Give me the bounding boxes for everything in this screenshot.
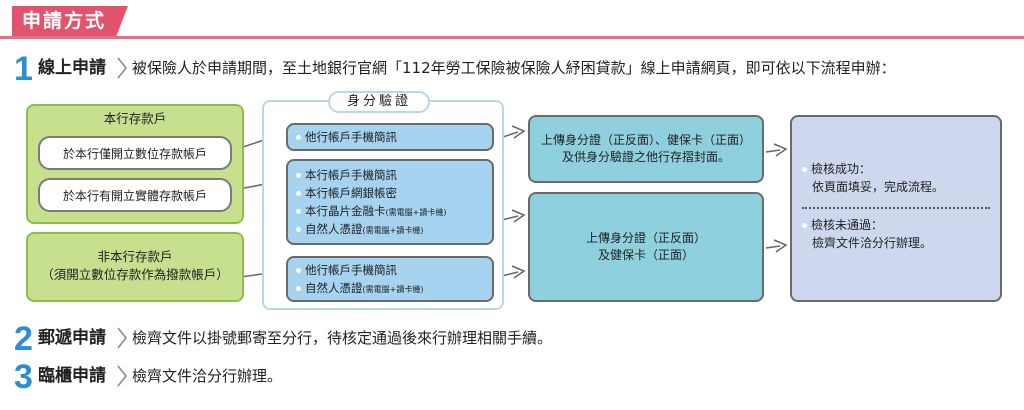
option-digital-account-only: 於本行僅開立數位存款帳戶 xyxy=(38,136,232,170)
arrow-head xyxy=(773,143,788,157)
bullet-icon xyxy=(296,267,301,273)
step-1-number: 1 xyxy=(14,50,33,88)
identity-verification-label: 身分驗證 xyxy=(328,91,430,113)
identity-option: 自然人憑證(需電腦+讀卡機) xyxy=(296,280,423,298)
upload-documents-with-passbook: 上傳身分證（正反面）、健保卡（正面） 及供身分驗證之他行存摺封面。 xyxy=(528,115,764,183)
step-3-title: 臨櫃申請 xyxy=(38,366,106,386)
existing-customer-title: 本行存款戶 xyxy=(103,111,167,126)
step-3-description: 檢齊文件洽分行辦理。 xyxy=(132,367,283,385)
step-2-description: 檢齊文件以掛號郵寄至分行，待核定通過後來行辦理相關手續。 xyxy=(132,329,553,347)
result-success-label: 檢核成功： xyxy=(802,161,871,178)
step-2-title: 郵遞申請 xyxy=(38,328,106,348)
arrow-head xyxy=(511,125,526,139)
bullet-icon xyxy=(802,166,807,172)
existing-customer-box: 本行存款戶 於本行僅開立數位存款帳戶 於本行有開立實體存款帳戶 xyxy=(26,104,244,224)
upload-line: 上傳身分證（正反面） xyxy=(585,231,706,245)
step-2-number: 2 xyxy=(14,320,33,358)
chevron-right-icon xyxy=(117,57,128,79)
bullet-icon xyxy=(296,285,301,291)
step-1-title: 線上申請 xyxy=(38,58,106,78)
result-success-text: 依頁面填妥，完成流程。 xyxy=(812,180,945,194)
arrow-head xyxy=(511,265,526,279)
option-physical-account: 於本行有開立實體存款帳戶 xyxy=(38,178,232,212)
bullet-icon xyxy=(802,222,807,228)
identity-option: 本行帳戶網銀帳密 xyxy=(296,185,397,203)
identity-group-new-customer: 他行帳戶手機簡訊 自然人憑證(需電腦+讀卡機) xyxy=(286,256,494,302)
result-fail-text: 檢齊文件洽分行辦理。 xyxy=(812,236,933,250)
bullet-icon xyxy=(296,190,301,196)
header-divider xyxy=(0,36,1024,39)
result-fail-label: 檢核未通過： xyxy=(802,217,883,234)
arrow-head xyxy=(773,239,788,253)
upload-line: 及供身分驗證之他行存摺封面。 xyxy=(561,150,730,164)
chevron-right-icon xyxy=(117,327,128,349)
arrow-connector xyxy=(765,245,781,249)
step-1-description: 被保險人於申請期間，至土地銀行官網「112年勞工保險被保險人紓困貸款」線上申請網… xyxy=(132,59,896,77)
bullet-icon xyxy=(296,208,301,214)
identity-group-other-bank: 他行帳戶手機簡訊 xyxy=(286,123,494,151)
arrow-head xyxy=(511,209,526,223)
upload-documents: 上傳身分證（正反面） 及健保卡（正面） xyxy=(528,192,764,302)
new-customer-box: 非本行存款戶 （須開立數位存款作為撥款帳戶） xyxy=(26,232,244,302)
bullet-icon xyxy=(296,134,301,140)
arrow-connector xyxy=(765,149,781,153)
verification-result-box: 檢核成功： 依頁面填妥，完成流程。 檢核未通過： 檢齊文件洽分行辦理。 xyxy=(790,115,1002,302)
option-label: 於本行僅開立數位存款帳戶 xyxy=(62,146,207,161)
identity-option: 自然人憑證(需電腦+讀卡機) xyxy=(296,221,423,239)
identity-option: 他行帳戶手機簡訊 xyxy=(296,262,397,280)
identity-option: 本行晶片金融卡(需電腦+讀卡機) xyxy=(296,203,446,221)
upload-line: 上傳身分證（正反面）、健保卡（正面） xyxy=(540,133,751,147)
result-divider xyxy=(802,207,990,209)
option-label: 於本行有開立實體存款帳戶 xyxy=(62,188,207,203)
step-3-number: 3 xyxy=(14,358,33,396)
chevron-right-icon xyxy=(117,365,128,387)
identity-option: 他行帳戶手機簡訊 xyxy=(296,129,397,145)
new-customer-subtitle: （須開立數位存款作為撥款帳戶） xyxy=(41,267,229,282)
bullet-icon xyxy=(296,172,301,178)
identity-option: 本行帳戶手機簡訊 xyxy=(296,167,397,185)
upload-line: 及健保卡（正面） xyxy=(597,248,694,262)
section-title: 申請方式 xyxy=(12,6,128,36)
identity-group-this-bank: 本行帳戶手機簡訊 本行帳戶網銀帳密 本行晶片金融卡(需電腦+讀卡機) 自然人憑證… xyxy=(286,159,494,245)
bullet-icon xyxy=(296,226,301,232)
new-customer-title: 非本行存款戶 xyxy=(97,249,173,264)
